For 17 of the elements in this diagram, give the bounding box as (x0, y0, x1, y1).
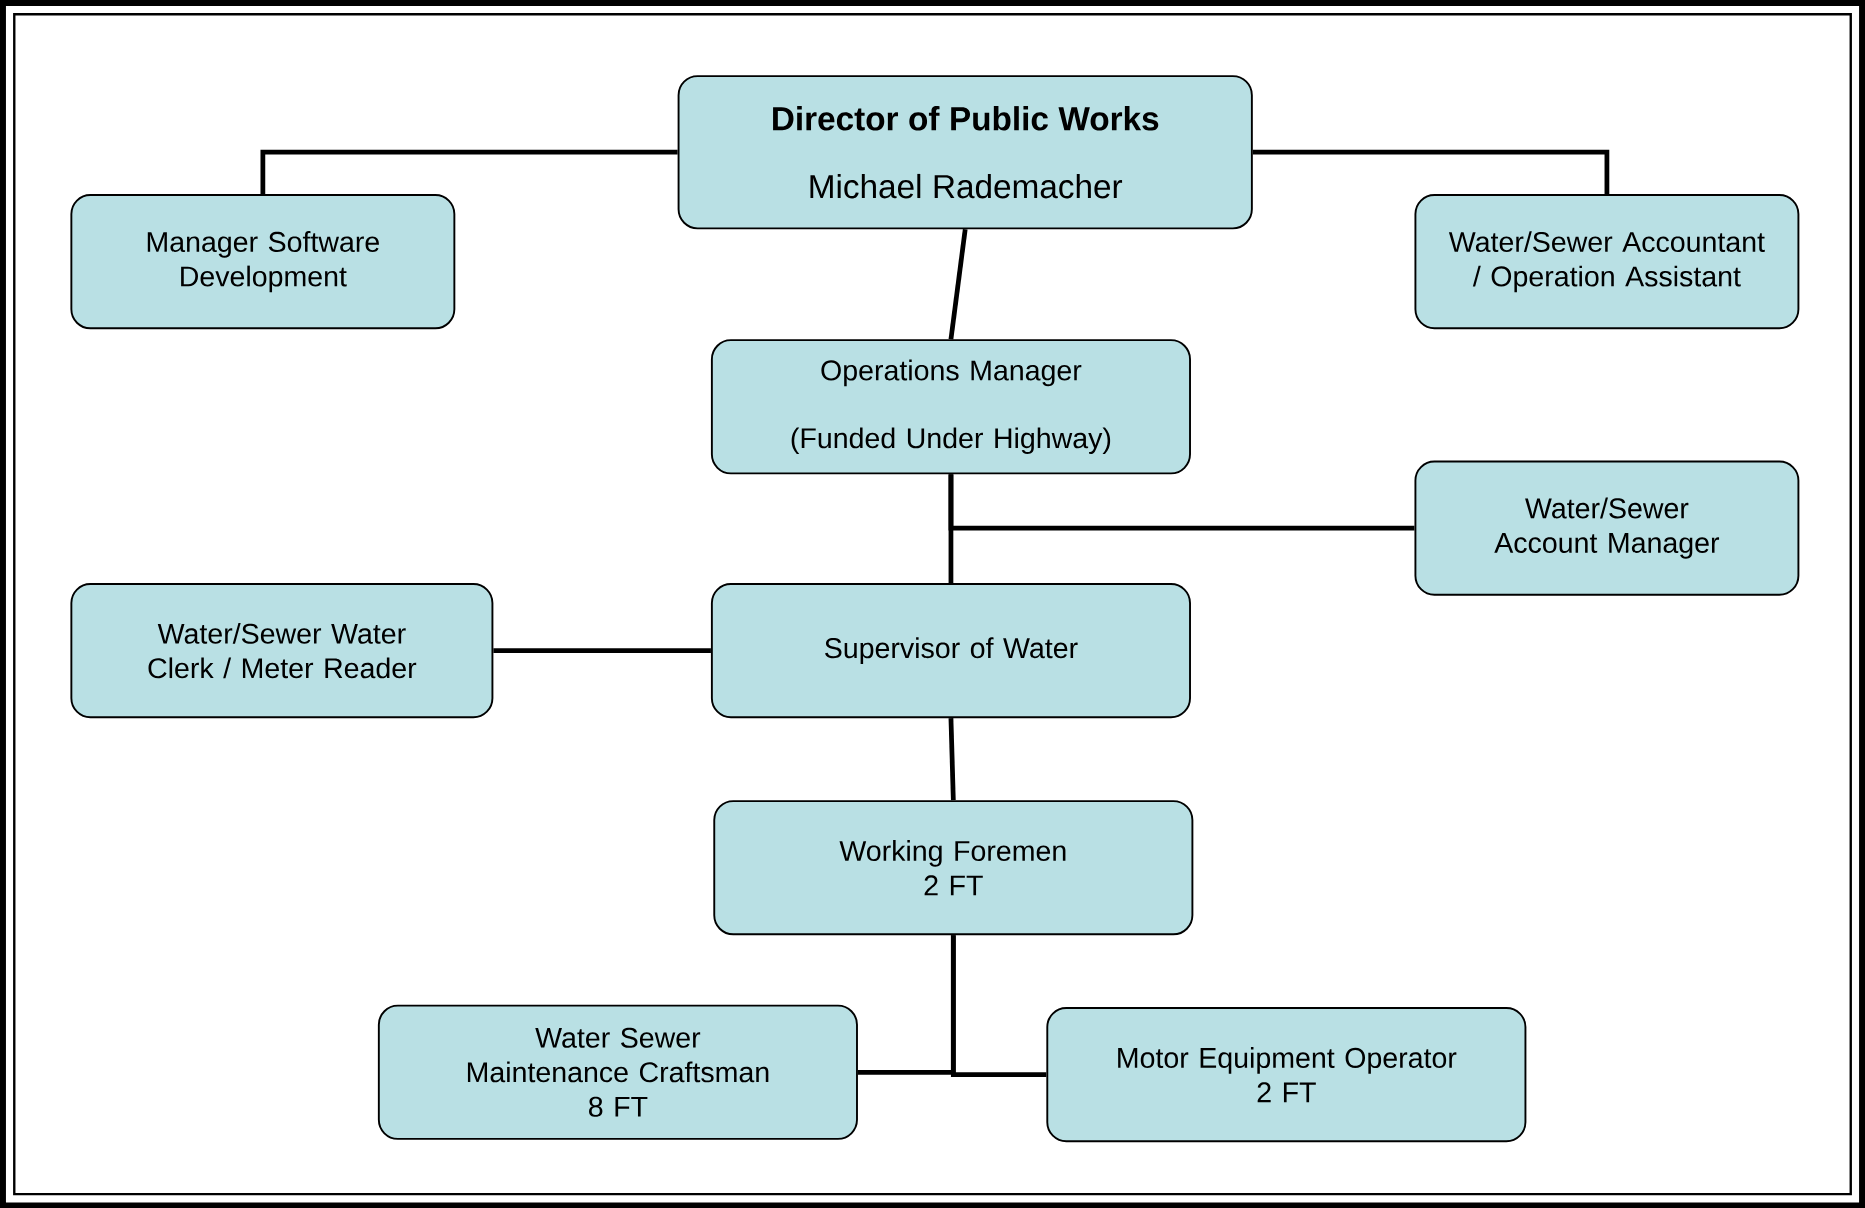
org-chart-box: Water/Sewer Account Manager (1414, 460, 1800, 596)
org-chart-box: Supervisor of Water (710, 582, 1191, 718)
connector-line (260, 149, 678, 194)
connector-line (948, 717, 956, 800)
org-chart-box: Operations Manager (Funded Under Highway) (710, 339, 1191, 475)
connector-line (948, 474, 954, 583)
connector-line (1252, 149, 1610, 194)
connector-line (950, 935, 1047, 1077)
connector-line (493, 648, 711, 653)
org-chart-box: Director of Public Works Michael Rademacher (677, 74, 1253, 230)
org-chart-box: Motor Equipment Operator 2 FT (1046, 1006, 1527, 1142)
org-chart-box: Manager Software Development (70, 193, 456, 329)
org-chart-box: Working Foremen 2 FT (713, 799, 1194, 936)
connector-line (948, 228, 968, 340)
org-chart-box: Water/Sewer Water Clerk / Meter Reader (70, 582, 494, 718)
org-chart-box: Water Sewer Maintenance Craftsman 8 FT (377, 1004, 858, 1140)
org-chart-box: Water/Sewer Accountant / Operation Assistant (1414, 193, 1800, 329)
